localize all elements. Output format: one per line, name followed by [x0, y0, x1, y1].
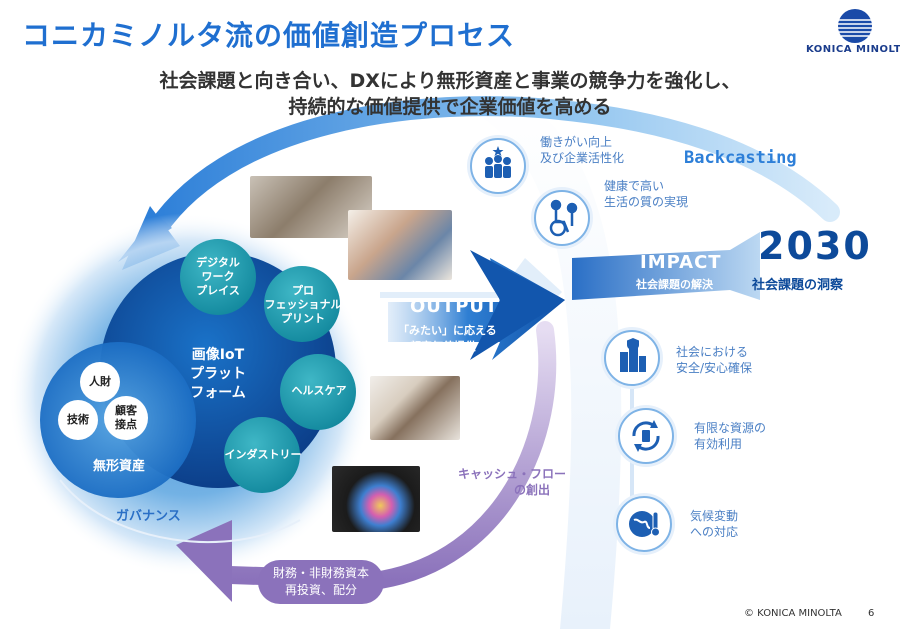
impact-text-4: 有限な資源の 有効利用 — [694, 421, 767, 451]
people-star-icon — [470, 138, 526, 194]
svc-circle-3 — [280, 354, 356, 430]
service-digital-workplace: デジタル ワーク プレイス — [196, 256, 240, 297]
copyright: © KONICA MINOLTA — [744, 608, 842, 619]
output-title: OUTPUT — [410, 296, 499, 317]
target-year: 2030 — [758, 224, 872, 268]
care-icon — [534, 190, 590, 246]
platform-title: 画像IoT プラット フォーム — [190, 347, 246, 401]
return-arc — [221, 321, 557, 590]
output-line-2: 顧客価値提供 — [410, 340, 476, 353]
backcasting-label: Backcasting — [684, 148, 797, 168]
asset-customer-contact: 顧客 接点 — [115, 404, 137, 431]
impact-arrow — [572, 232, 760, 300]
service-industry: インダストリー — [224, 448, 302, 461]
asset-people: 人財 — [89, 375, 111, 388]
building-shield-icon — [604, 330, 660, 386]
target-year-label: 社会課題の洞察 — [752, 278, 844, 293]
globe-thermometer-icon — [616, 496, 672, 552]
photo-healthcare — [370, 376, 460, 440]
recycle-icon — [618, 408, 674, 464]
page-title: コニカミノルタ流の価値創造プロセス — [22, 19, 516, 52]
governance-label: ガバナンス — [116, 509, 181, 524]
service-healthcare: ヘルスケア — [291, 384, 347, 397]
output-line-1: 「みたい」に応える — [398, 324, 497, 337]
konica-minolta-logo-icon — [838, 9, 872, 43]
asset-technology: 技術 — [67, 413, 89, 426]
impact-text-2: 健康で高い 生活の質の実現 — [604, 179, 689, 209]
reinvest-box: 財務・非財務資本 再投資、配分 — [258, 560, 384, 604]
subtitle-line-2: 持続的な価値提供で企業価値を高める — [288, 96, 612, 118]
impact-text-1: 働きがい向上 及び企業活性化 — [540, 135, 625, 165]
assets-label: 無形資産 — [92, 459, 145, 474]
svc-circle-4 — [224, 417, 300, 493]
photo-industry — [332, 466, 420, 532]
impact-text-3: 社会における 安全/安心確保 — [676, 345, 753, 375]
impact-sub: 社会課題の解決 — [636, 278, 713, 291]
photo-meeting — [348, 210, 452, 280]
brand-name: KONICA MINOLTA — [806, 44, 900, 55]
svc-circle-2 — [264, 266, 340, 342]
subtitle-line-1: 社会課題と向き合い、DXにより無形資産と事業の競争力を強化し、 — [159, 70, 741, 92]
svc-circle-1 — [180, 239, 256, 315]
impact-title: IMPACT — [640, 252, 722, 273]
top-arc — [140, 96, 840, 250]
page-number: 6 — [868, 608, 875, 619]
service-professional-print: プロ フェッショナル プリント — [264, 284, 342, 325]
impact-text-5: 気候変動 への対応 — [690, 509, 739, 539]
subtitle: 社会課題と向き合い、DXにより無形資産と事業の競争力を強化し、 持続的な価値提供… — [0, 68, 900, 120]
cashflow-label: キャッシュ・フロー の創出 — [458, 467, 567, 497]
